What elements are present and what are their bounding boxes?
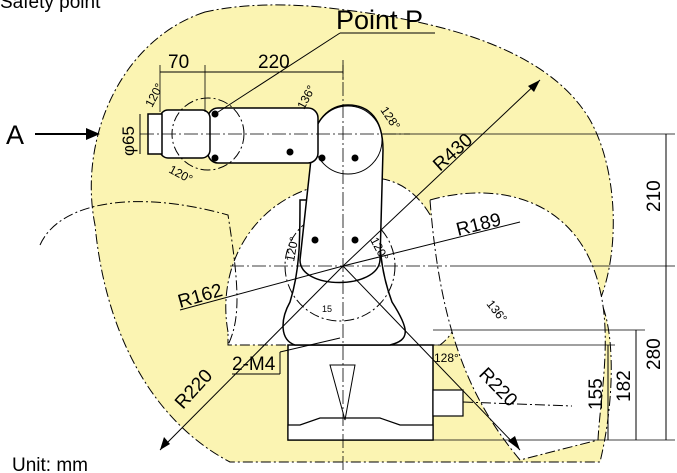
- screw-leader: [279, 337, 341, 353]
- radius-162-line: [179, 265, 344, 311]
- dim-182-label: 182: [614, 370, 635, 402]
- right-restricted-zone: [429, 192, 606, 461]
- small-15-label: 15: [322, 304, 332, 314]
- robot-forearm: [207, 107, 319, 164]
- bolt-dot: [286, 148, 294, 156]
- bolt-dot: [311, 236, 319, 244]
- safety-point-title: Safety point: [0, 0, 101, 13]
- robot-base-foot: [287, 417, 434, 441]
- radius-220-right-line: [342, 265, 521, 451]
- arrowhead: [528, 80, 540, 92]
- left-restricted-arc: [39, 201, 238, 346]
- dim-70-label: 70: [168, 52, 189, 73]
- cable-line: [462, 401, 573, 407]
- radius-220-left-line: [159, 265, 344, 451]
- view-a-arrowhead: [86, 128, 100, 140]
- radius-430-line: [342, 79, 541, 267]
- dim-210-label: 210: [644, 180, 665, 212]
- radius-189-line: [342, 221, 521, 267]
- bolt-dot: [351, 154, 359, 162]
- view-a-label: A: [6, 120, 24, 150]
- point-p-leader: [214, 32, 341, 115]
- arrowhead: [160, 437, 170, 450]
- dim-280-label: 280: [644, 338, 665, 370]
- bolt-dot: [351, 236, 359, 244]
- screw-label: 2-M4: [232, 354, 276, 375]
- bolt-dot: [318, 154, 326, 162]
- cable-bundle: [329, 364, 356, 421]
- arrowhead: [508, 436, 520, 450]
- angle-120-joint-left: 120°: [283, 235, 301, 262]
- dim-155-label: 155: [586, 378, 607, 410]
- unit-label: Unit: mm: [12, 455, 88, 473]
- bolt-dot: [211, 154, 219, 162]
- point-p-label: Point P: [336, 5, 423, 35]
- base-cable-connector: [432, 389, 464, 417]
- angle-128-bottom: 128°: [434, 351, 459, 365]
- diameter-label: φ65: [119, 126, 138, 156]
- dim-220-label: 220: [258, 52, 290, 73]
